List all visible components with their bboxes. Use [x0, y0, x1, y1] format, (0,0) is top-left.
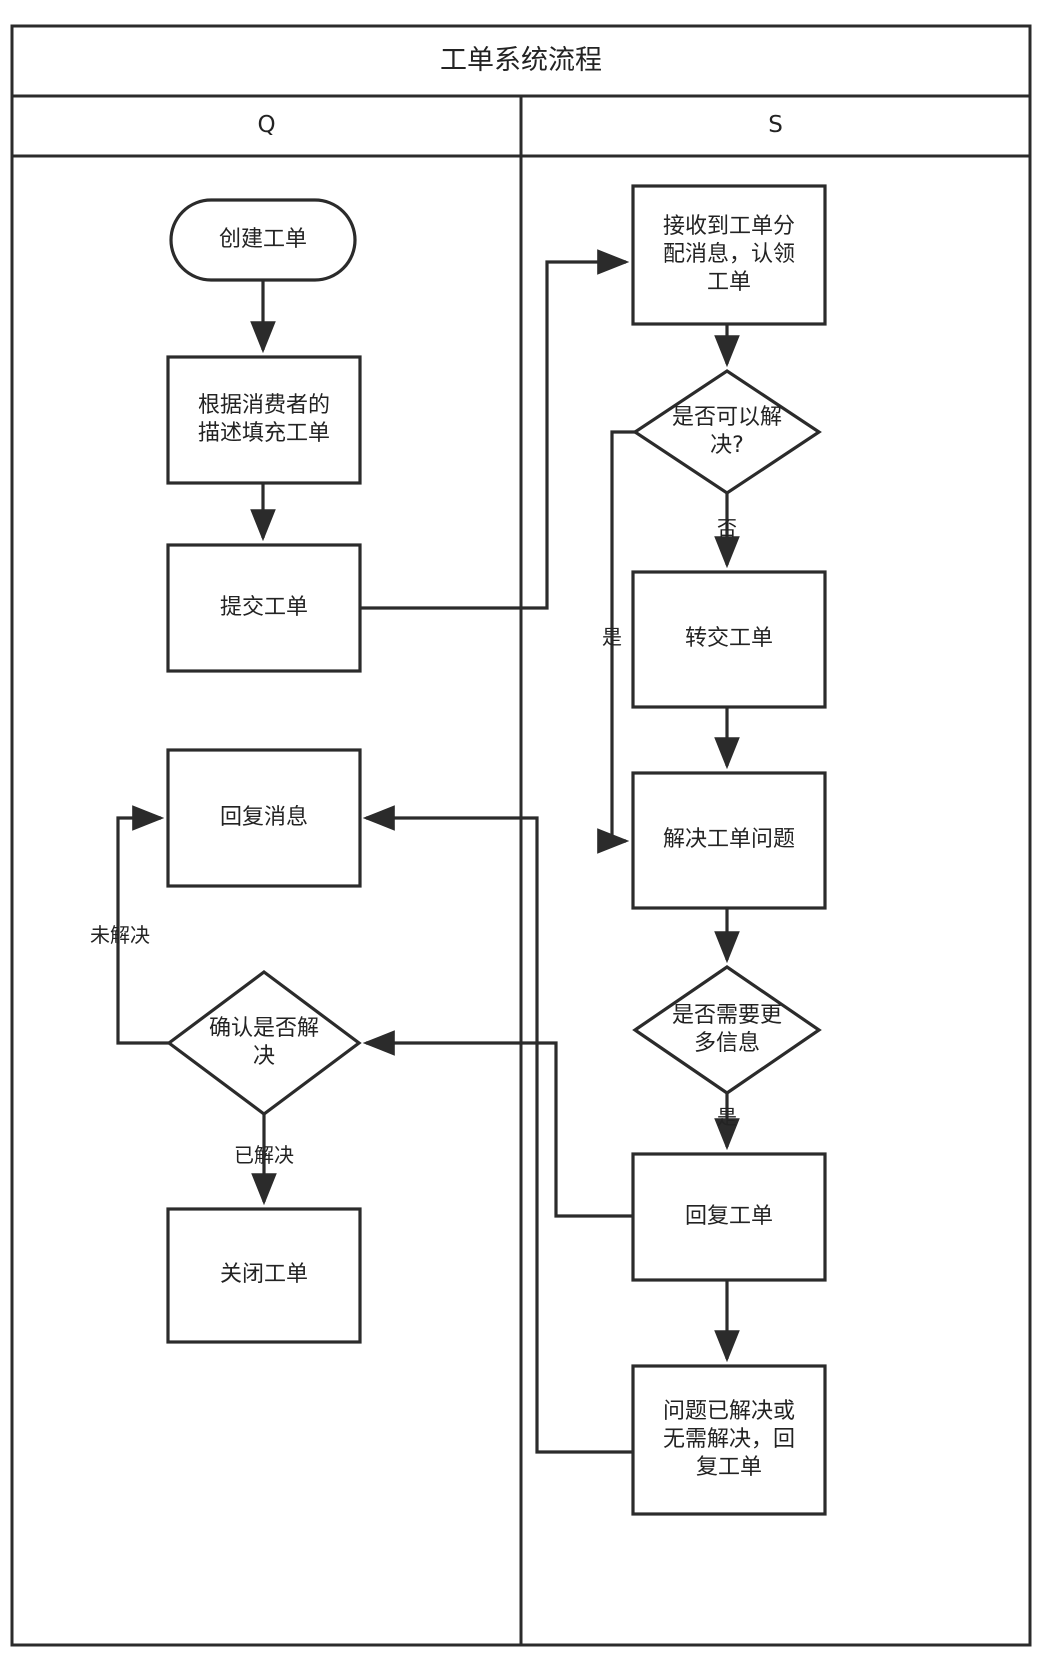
node-can-solve	[632, 369, 822, 495]
node-reply-message	[166, 748, 362, 888]
node-solve-problem	[631, 771, 827, 910]
edge-replyticket-to-confirm	[362, 1030, 633, 1218]
node-confirm-resolved	[166, 970, 362, 1116]
node-receive-ticket	[631, 184, 827, 326]
node-reply-ticket	[631, 1152, 827, 1282]
edge-finalreply-to-replymessage	[362, 805, 633, 1454]
node-close-ticket	[166, 1207, 362, 1344]
edge-confirm-unresolved-to-replymessage	[116, 805, 169, 1045]
node-fill-ticket	[166, 355, 362, 485]
node-final-reply	[631, 1364, 827, 1516]
edge-submit-to-receive	[360, 249, 630, 610]
swimlane-frame	[10, 24, 1032, 1647]
node-submit-ticket	[166, 543, 362, 673]
node-need-more-info	[632, 965, 822, 1095]
edge-cansolve-yes-to-solve	[597, 430, 635, 854]
node-create-ticket	[169, 198, 357, 282]
node-transfer-ticket	[631, 570, 827, 709]
